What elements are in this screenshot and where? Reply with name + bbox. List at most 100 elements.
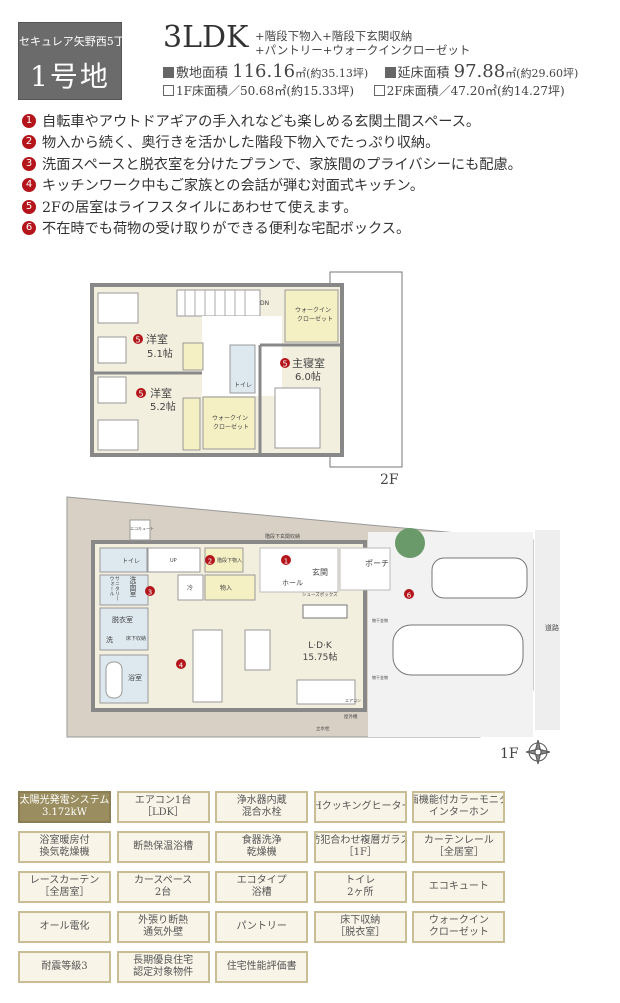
toilet-2f — [229, 344, 256, 394]
dressing-room — [99, 607, 149, 651]
room-label: 浴室 — [128, 673, 142, 682]
dining-table — [244, 629, 271, 671]
area-row-floors: 1F床面積／50.68㎡(約15.33坪) 2F床面積／47.20㎡(約14.2… — [163, 82, 565, 99]
equipment-label: 立水栓 — [316, 725, 330, 732]
floor-plan-2f: 5 洋室 5.1帖 5 洋室 5.2帖 5 主寝室 6.0帖 ウォークイン クロ… — [90, 271, 403, 488]
equipment-line1: 浄水器内蔵 — [236, 794, 287, 806]
equipment-line2: ［LDK］ — [142, 807, 185, 818]
equipment-line1: エアコン1台 — [134, 794, 192, 806]
feature-text: 2Fの居室はライフスタイルにあわせて使えます。 — [42, 199, 358, 216]
floor1-area: 1F床面積／50.68㎡(約15.33坪) — [176, 84, 355, 98]
equipment-cell: 断熱保温浴槽 — [116, 831, 210, 863]
equipment-label: エコキュート — [130, 526, 154, 531]
ecocute-unit — [129, 519, 151, 541]
floor-area-unit: ㎡(約29.60坪) — [505, 67, 579, 80]
floor2-area: 2F床面積／47.20㎡(約14.27坪) — [386, 84, 565, 98]
site-area-value: 116.16 — [232, 61, 296, 82]
equipment-line2: ［1F］ — [343, 847, 377, 858]
equipment-line2: 通気外壁 — [143, 927, 184, 938]
equipment-cell: 食器洗浄乾燥機 — [215, 831, 309, 863]
site-area-label: 敷地面積 — [176, 66, 229, 81]
room-label: 脱衣室 — [112, 615, 133, 624]
porch — [339, 547, 391, 591]
equipment-line1: 住宅性能評価書 — [226, 960, 297, 972]
equipment-line1: 床下収納 — [340, 914, 381, 926]
equipment-line2: 2台 — [154, 887, 172, 898]
tv-board — [302, 604, 348, 619]
equipment-line2: 混合水栓 — [241, 807, 282, 818]
badges-1f: 1 2 3 4 6 — [145, 555, 414, 670]
feature-number-badge: 2 — [22, 135, 36, 150]
equipment-cell: ウォークインクローゼット — [412, 911, 506, 943]
site-area-unit: ㎡(約35.13坪) — [295, 67, 369, 80]
floor-plan-1f: トイレ UP 階段下物入 階段下玄関収納 玄関 ポーチ ホール シューズボックス… — [66, 496, 560, 765]
equipment-cell: エコキュート — [412, 871, 506, 903]
equipment-cell: 耐震等級3 — [18, 951, 111, 983]
closet-lower — [182, 397, 201, 451]
equipment-line1: エコキュート — [428, 880, 489, 892]
equipment-cell: 浴室暖房付換気乾燥機 — [18, 831, 111, 863]
equipment-line1: カーテンレール — [423, 834, 494, 846]
room-size: 5.2帖 — [150, 400, 176, 413]
tree — [395, 528, 425, 558]
equipment-label: エアコン — [345, 698, 361, 703]
room-label: ウォークイン — [212, 414, 248, 422]
layout-extras-1: +階段下物入+階段下玄関収納 — [255, 29, 413, 43]
equipment-cell: 録画機能付カラーモニターインターホン — [412, 791, 506, 823]
floor-area-label: 延床面積 — [397, 66, 450, 81]
equipment-line1: レースカーテン — [29, 874, 100, 886]
equipment-line1: ウォークイン — [428, 914, 489, 926]
bed-1 — [97, 292, 139, 324]
equipment-line2: 3.172kW — [42, 807, 87, 818]
equipment-line2: ［全居室］ — [39, 887, 90, 898]
floor-area-value: 97.88 — [453, 61, 506, 82]
equipment-line1: 長期優良住宅 — [133, 954, 194, 966]
room-label: 洗 — [106, 635, 113, 644]
equipment-cell: 長期優良住宅認定対象物件 — [116, 951, 210, 983]
equipment-cell: オール電化 — [18, 911, 111, 943]
lot-label-box: セキュレア矢野西5丁目 1号地 — [18, 22, 136, 100]
bed-master — [274, 387, 321, 449]
genkan — [259, 547, 339, 593]
room-label: 玄関 — [312, 567, 328, 577]
room-label: トイレ — [122, 558, 140, 565]
equipment-cell: レースカーテン［全居室］ — [18, 871, 111, 903]
equipment-line1: 浴室暖房付 — [39, 834, 90, 846]
equipment-line1: エコタイプ — [236, 874, 287, 886]
feature-number-badge: 4 — [22, 178, 36, 193]
stairs-2f — [176, 289, 261, 317]
layout-type: 3LDK — [163, 20, 249, 55]
equipment-cell: 浄水器内蔵混合水栓 — [215, 791, 309, 823]
room-label: シューズボックス — [302, 591, 338, 598]
equipment-line1: オール電化 — [39, 920, 90, 932]
feature-text: 洗面スペースと脱衣室を分けたプランで、家族間のプライバシーにも配慮。 — [42, 156, 522, 173]
road-label: 道路 — [545, 623, 559, 632]
equipment-line1: 耐震等級3 — [41, 960, 88, 972]
equipment-label: 物干金物 — [372, 617, 388, 623]
svg-text:6: 6 — [407, 592, 412, 600]
equipment-line1: パントリー — [236, 920, 287, 932]
sofa — [296, 679, 356, 705]
closet-upper — [182, 342, 204, 371]
room-label: 洋室 — [146, 332, 168, 346]
equipment-line1: 外張り断熱 — [138, 914, 189, 926]
equipment-line2: インターホン — [428, 807, 489, 818]
car-1 — [431, 557, 528, 599]
equipment-line1: 断熱保温浴槽 — [133, 840, 194, 852]
washroom — [99, 574, 149, 606]
feature-text: 不在時でも荷物の受け取りができる便利な宅配ボックス。 — [42, 221, 411, 238]
equipment-cell: エコタイプ浴槽 — [215, 871, 309, 903]
equipment-cell: 外張り断熱通気外壁 — [116, 911, 210, 943]
room-label: 主寝室 — [292, 356, 325, 370]
compass-icon — [525, 739, 551, 765]
equipment-line1: カースペース — [133, 874, 193, 886]
fridge — [177, 574, 204, 601]
area-row-main: 敷地面積 116.16㎡(約35.13坪) 延床面積 97.88㎡(約29.60… — [163, 61, 578, 82]
room-size: 15.75帖 — [303, 651, 338, 663]
equipment-line2: ［全居室］ — [433, 847, 484, 858]
sanitary-wall-label: サニタリーウォール — [109, 576, 120, 601]
